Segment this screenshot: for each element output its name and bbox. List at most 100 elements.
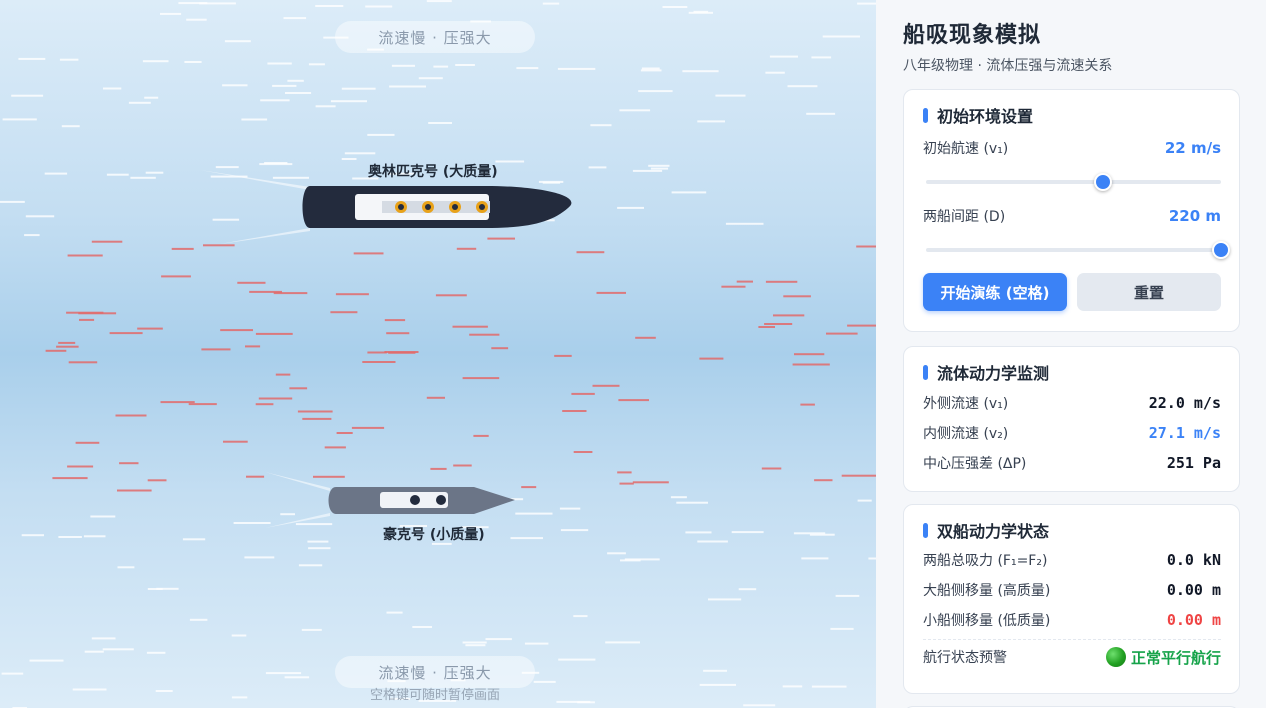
flow-line xyxy=(66,311,104,314)
flow-line xyxy=(301,628,322,631)
outer-speed-label: 外侧流速 (v₁) xyxy=(923,396,1009,412)
flow-line xyxy=(431,542,452,545)
flow-line xyxy=(145,171,164,174)
status-dot-icon xyxy=(1105,647,1126,667)
flow-line xyxy=(330,311,358,314)
speed-slider[interactable] xyxy=(926,173,1221,191)
flow-line xyxy=(516,67,539,70)
pressure-diff-label: 中心压强差 (ΔP) xyxy=(923,456,1027,472)
flow-line xyxy=(144,96,159,99)
flow-line xyxy=(699,683,736,686)
distance-label: 两船间距 (D) xyxy=(923,209,1006,225)
flow-line xyxy=(571,392,595,395)
flow-line xyxy=(787,85,818,88)
env-card-title-text: 初始环境设置 xyxy=(937,107,1034,126)
flow-line xyxy=(841,474,876,477)
distance-value: 220 m xyxy=(1168,207,1221,225)
flow-line xyxy=(160,12,182,15)
small-ship-shift-value: 0.00 m xyxy=(1166,611,1221,629)
big-ship-shift-label: 大船侧移量 (高质量) xyxy=(923,583,1051,599)
flow-line xyxy=(182,538,206,541)
flow-line xyxy=(246,475,265,478)
attraction-force-row: 两船总吸力 (F₁=F₂) 0.0 kN xyxy=(923,545,1221,575)
start-button[interactable]: 开始演练 (空格) xyxy=(923,273,1067,311)
flow-line xyxy=(856,245,876,248)
flow-line xyxy=(426,0,452,3)
flow-line xyxy=(18,57,46,60)
flow-line xyxy=(203,244,235,247)
flow-line xyxy=(24,234,40,237)
flow-line xyxy=(341,158,357,160)
flow-line xyxy=(45,349,67,352)
flow-line xyxy=(128,101,151,104)
flow-line xyxy=(736,280,753,283)
flow-line xyxy=(426,396,445,399)
distance-slider-track[interactable] xyxy=(926,248,1221,252)
flow-line xyxy=(84,650,104,653)
flow-line xyxy=(769,55,798,58)
flow-line xyxy=(275,373,291,376)
flow-line xyxy=(452,325,488,328)
flow-line xyxy=(389,85,426,88)
flow-line xyxy=(811,56,832,59)
flow-line xyxy=(115,414,147,417)
flow-line xyxy=(725,222,764,225)
distance-slider-thumb[interactable] xyxy=(1212,241,1230,259)
distance-slider[interactable] xyxy=(926,241,1230,259)
simulation-canvas[interactable]: 流速慢 · 压强大 奥林匹克号 (大质量) 豪克号 (小质量) 流速慢 · 压强… xyxy=(0,0,876,708)
flow-line xyxy=(388,351,416,354)
flow-line xyxy=(635,336,656,339)
flow-line xyxy=(72,688,107,691)
flow-line xyxy=(685,531,712,534)
button-row: 开始演练 (空格) 重置 xyxy=(923,273,1221,311)
flow-line xyxy=(171,247,194,250)
flow-line xyxy=(245,345,261,348)
flow-line xyxy=(91,240,123,243)
flow-line xyxy=(267,62,292,65)
ship-card-title-text: 双船动力学状态 xyxy=(937,522,1050,541)
flow-line xyxy=(307,540,329,543)
big-ship-shift-value: 0.00 m xyxy=(1166,581,1221,599)
flow-line xyxy=(562,410,587,412)
flow-line xyxy=(800,403,815,406)
flow-line xyxy=(188,403,217,406)
flow-line xyxy=(102,648,134,651)
flow-line xyxy=(453,464,472,467)
flow-line xyxy=(542,181,561,184)
flow-line xyxy=(220,329,253,332)
flow-line xyxy=(806,112,836,115)
flow-line xyxy=(857,2,876,5)
flow-line xyxy=(559,507,581,510)
flow-line xyxy=(0,200,25,203)
flow-line xyxy=(67,465,94,468)
small-ship-wake xyxy=(265,472,330,528)
flow-line xyxy=(607,552,626,555)
big-ship-wake xyxy=(200,170,310,244)
flow-line xyxy=(596,291,626,294)
speed-slider-thumb[interactable] xyxy=(1094,173,1112,191)
outer-speed-value: 22.0 m/s xyxy=(1148,394,1221,412)
big-ship-shift-row: 大船侧移量 (高质量) 0.00 m xyxy=(923,575,1221,605)
flow-line xyxy=(61,125,80,128)
flow-line xyxy=(79,318,95,321)
flow-line xyxy=(738,588,757,591)
attraction-force-label: 两船总吸力 (F₁=F₂) xyxy=(923,553,1048,569)
flow-line xyxy=(201,348,231,351)
flow-line xyxy=(462,641,487,644)
speed-slider-track[interactable] xyxy=(926,180,1221,184)
flow-line xyxy=(624,558,660,561)
small-ship-shift-row: 小船侧移量 (低质量) 0.00 m xyxy=(923,605,1221,635)
flow-line xyxy=(765,71,785,74)
flow-line xyxy=(632,169,663,172)
flow-line xyxy=(554,354,572,357)
flow-line xyxy=(495,160,525,163)
flow-line xyxy=(259,163,293,166)
flow-line xyxy=(671,191,707,194)
reset-button[interactable]: 重置 xyxy=(1077,273,1221,311)
flow-line xyxy=(285,92,312,94)
flow-line xyxy=(715,94,746,97)
flow-line xyxy=(365,5,393,8)
flow-line xyxy=(68,361,98,364)
flow-line xyxy=(560,529,589,532)
fluid-card-title-text: 流体动力学监测 xyxy=(937,364,1050,383)
